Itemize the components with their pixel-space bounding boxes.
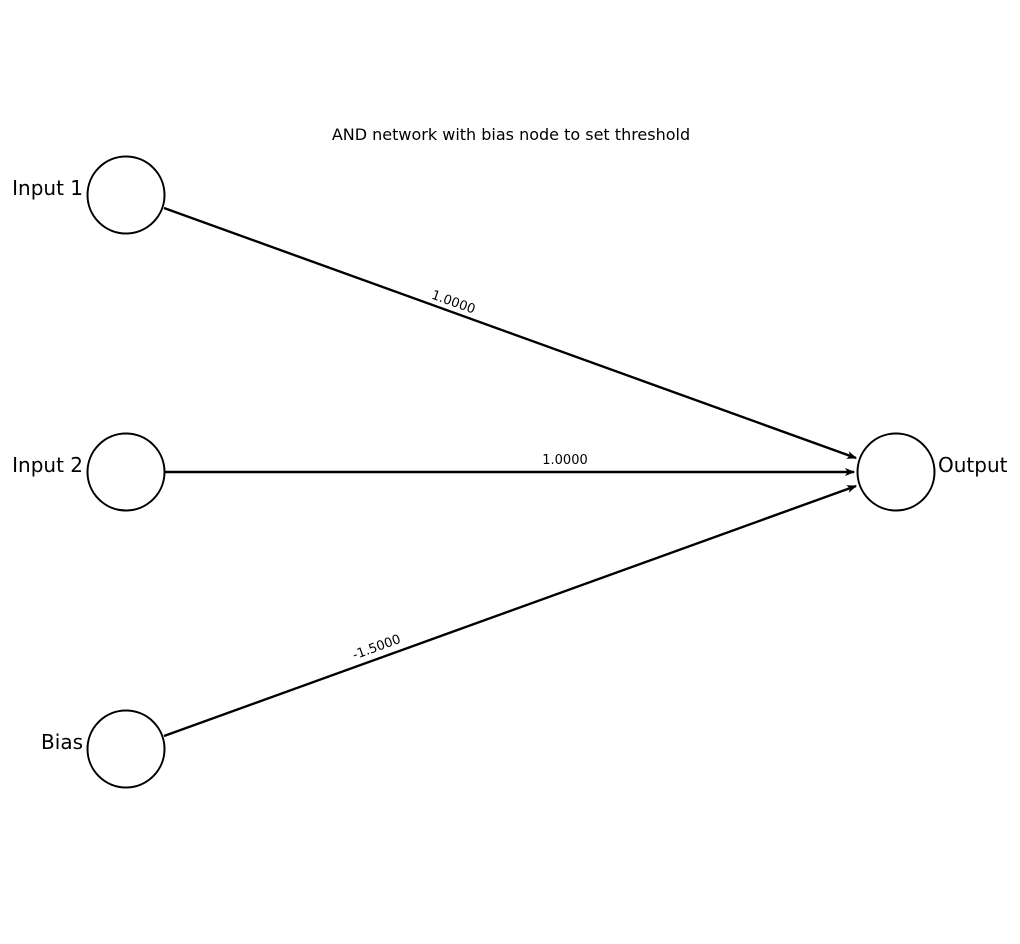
node-label-bias: Bias bbox=[41, 730, 83, 754]
node-input1 bbox=[86, 155, 166, 235]
edge-bias-output bbox=[163, 484, 857, 738]
node-label-input1: Input 1 bbox=[12, 176, 83, 200]
edge-weight-input2-output: 1.0000 bbox=[542, 453, 588, 468]
node-label-input2: Input 2 bbox=[12, 453, 83, 477]
node-input2 bbox=[86, 432, 166, 512]
node-label-output: Output bbox=[938, 453, 1008, 477]
edge-input1-output bbox=[163, 206, 857, 460]
node-output bbox=[856, 432, 936, 512]
node-bias bbox=[86, 709, 166, 789]
diagram-title: AND network with bias node to set thresh… bbox=[332, 125, 690, 144]
